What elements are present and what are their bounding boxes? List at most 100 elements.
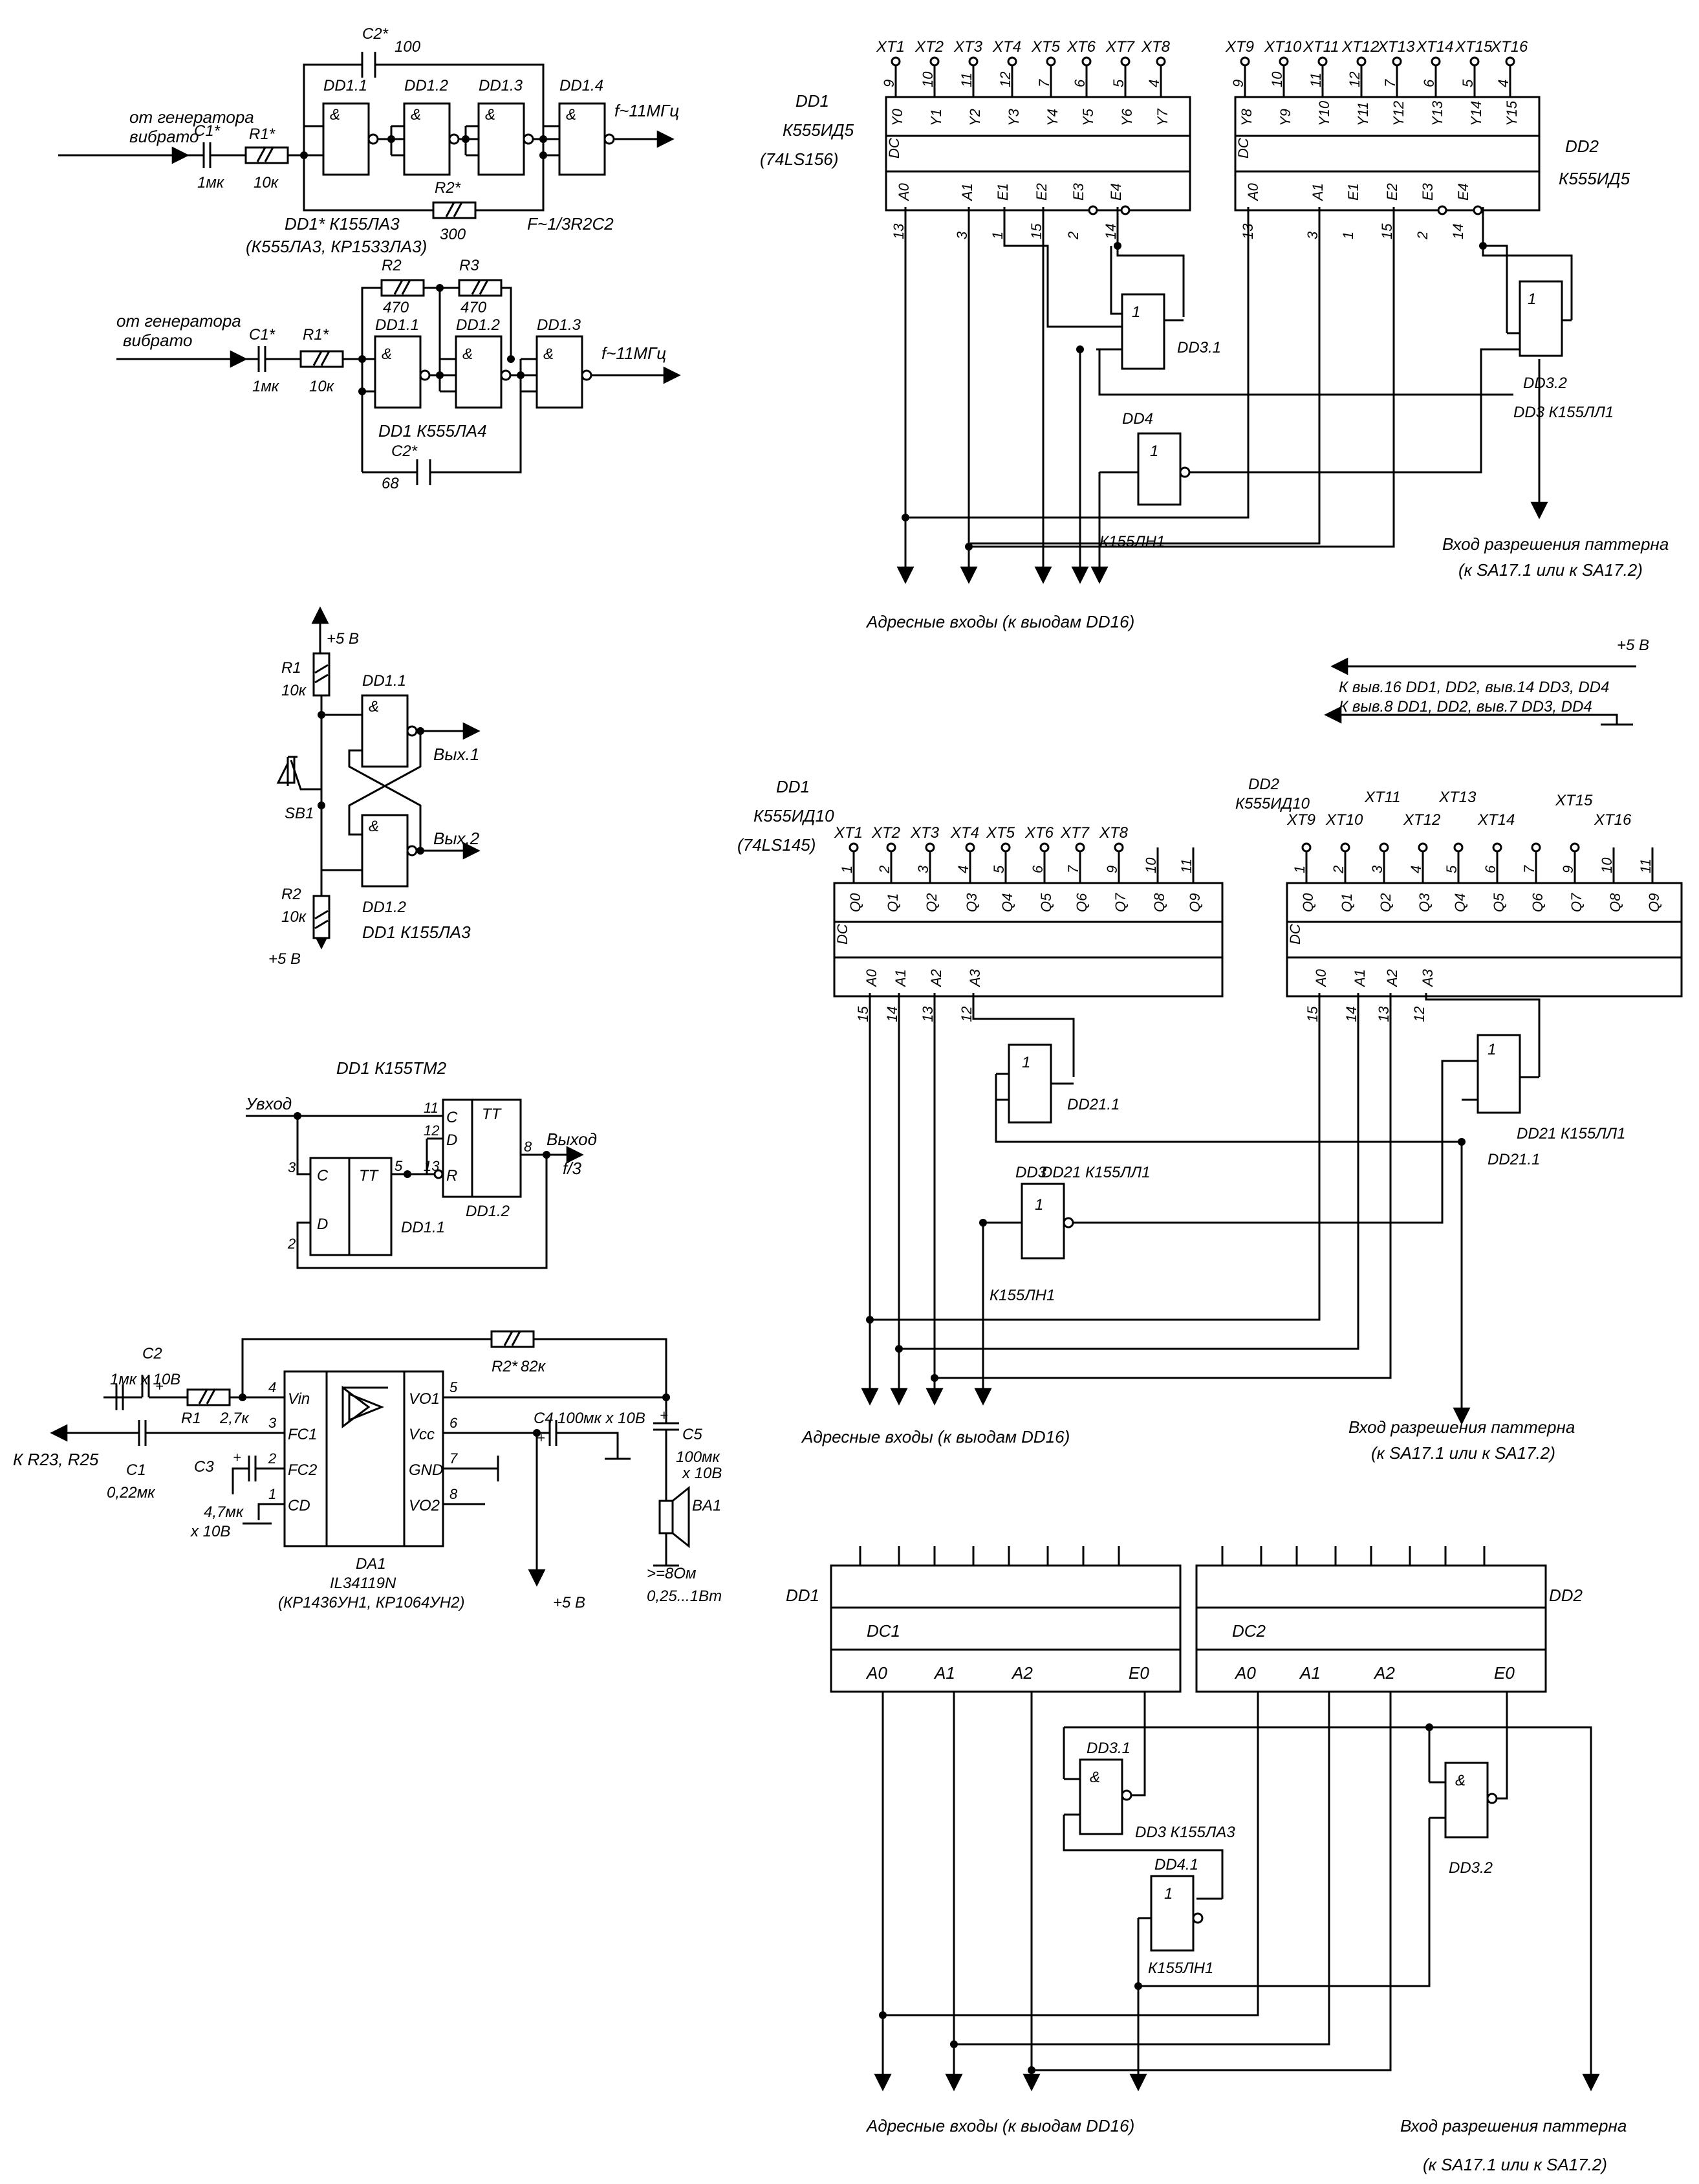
chip-type: К555ИД5 bbox=[1559, 169, 1630, 188]
pin-number: 14 bbox=[884, 1007, 900, 1022]
pin-name: A0 bbox=[1313, 968, 1329, 988]
source-label: вибрато bbox=[123, 331, 192, 350]
terminal-label: XT8 bbox=[1141, 38, 1171, 56]
pin-number: 5 bbox=[1460, 79, 1476, 87]
pin-name: VO1 bbox=[409, 1390, 440, 1408]
capacitor-label: C2 bbox=[142, 1345, 162, 1362]
chip-type: К155ЛН1 bbox=[990, 1287, 1055, 1304]
pin-name: A0 bbox=[863, 968, 880, 988]
capacitor-label: C1* bbox=[249, 326, 276, 344]
pin-name: A0 bbox=[1234, 1663, 1256, 1683]
pin-number: 9 bbox=[1230, 80, 1246, 87]
terminal-label: XT11 bbox=[1364, 789, 1401, 806]
resistor-label: R1 bbox=[181, 1410, 201, 1427]
pin-number: 7 bbox=[1036, 79, 1052, 87]
gate-symbol: & bbox=[411, 106, 421, 124]
pin-number: 4 bbox=[955, 866, 971, 873]
capacitor-value: 68 bbox=[382, 475, 399, 492]
terminal-label: XT16 bbox=[1490, 38, 1528, 56]
pin-name: Y4 bbox=[1044, 109, 1061, 126]
pin-name: E2 bbox=[1384, 183, 1400, 201]
gate-label: DD3.2 bbox=[1523, 375, 1567, 392]
gate-label: DD3.1 bbox=[1087, 1740, 1131, 1757]
pin-name: Y12 bbox=[1391, 101, 1407, 126]
resistor-value: 10к bbox=[281, 682, 307, 699]
gate-symbol: & bbox=[382, 345, 392, 363]
pin-name: DC bbox=[1235, 138, 1251, 158]
pin-name: Q7 bbox=[1568, 893, 1585, 912]
power-note: К выв.8 DD1, DD2, выв.7 DD3, DD4 bbox=[1339, 698, 1592, 715]
pin-name: Q4 bbox=[1452, 893, 1468, 912]
pin-name: Y8 bbox=[1239, 108, 1255, 126]
supply-label: +5 В bbox=[268, 950, 301, 968]
terminal-label: XT6 bbox=[1066, 38, 1096, 56]
enable-input-label: Вход разрешения паттерна bbox=[1400, 2116, 1627, 2135]
pin-name: FC1 bbox=[288, 1426, 317, 1443]
pin-name: VO2 bbox=[409, 1497, 440, 1514]
input-label: Увход bbox=[245, 1094, 292, 1113]
gate-symbol: & bbox=[1455, 1772, 1466, 1789]
pin-name: A1 bbox=[1299, 1663, 1321, 1683]
gate-symbol: 1 bbox=[1528, 290, 1536, 308]
schematic-3-rs-latch bbox=[276, 606, 481, 950]
pin-number: 15 bbox=[855, 1006, 871, 1022]
pin-name: D bbox=[317, 1216, 328, 1233]
pin-number: 7 bbox=[1065, 865, 1081, 873]
pin-number: 6 bbox=[1482, 865, 1499, 873]
pin-name: Y5 bbox=[1080, 108, 1096, 126]
pin-name: E3 bbox=[1420, 182, 1436, 201]
gate-symbol: 1 bbox=[1035, 1196, 1043, 1214]
source-label: вибрато bbox=[129, 127, 199, 146]
capacitor-label: C4 bbox=[534, 1410, 554, 1427]
schematic-2-oscillator-la4 bbox=[116, 279, 681, 485]
pin-number: 1 bbox=[268, 1486, 276, 1502]
terminal-label: XT16 bbox=[1594, 811, 1632, 829]
terminal-label: XT9 bbox=[1225, 38, 1254, 56]
pin-number: 7 bbox=[1521, 865, 1537, 873]
enable-input-label: (к SA17.1 или к SA17.2) bbox=[1423, 2155, 1607, 2174]
terminal-label: XT6 bbox=[1024, 824, 1054, 842]
gate-symbol: & bbox=[543, 345, 554, 363]
chip-type: IL34119N bbox=[330, 1575, 396, 1592]
pin-name: Q1 bbox=[885, 893, 901, 912]
chip-label: DD1 bbox=[795, 91, 829, 111]
gate-symbol: & bbox=[330, 106, 340, 124]
terminal-label: XT3 bbox=[910, 824, 940, 842]
pin-number: 12 bbox=[424, 1122, 439, 1139]
pin-number: 4 bbox=[1146, 80, 1162, 87]
pin-name: A3 bbox=[1420, 968, 1436, 988]
pin-number: 4 bbox=[268, 1379, 276, 1395]
enable-input-label: (к SA17.1 или к SA17.2) bbox=[1458, 560, 1643, 580]
pin-name: Q0 bbox=[1300, 893, 1316, 912]
pin-number: 4 bbox=[1495, 80, 1511, 87]
pin-number: 2 bbox=[1414, 232, 1431, 240]
pin-number: 13 bbox=[891, 223, 907, 239]
power-note: К выв.16 DD1, DD2, выв.14 DD3, DD4 bbox=[1339, 679, 1609, 696]
capacitor-value: 100мк х 10В bbox=[557, 1410, 645, 1427]
resistor-label: R2 bbox=[281, 886, 301, 903]
pin-number: 4 bbox=[1408, 866, 1424, 873]
chip-label: DD3 К155ЛЛ1 bbox=[1513, 404, 1614, 421]
pin-name: Y6 bbox=[1119, 108, 1135, 126]
pin-name: A0 bbox=[1245, 182, 1261, 202]
resistor-value: 2,7к bbox=[219, 1410, 250, 1427]
gate-symbol: 1 bbox=[1132, 303, 1140, 321]
pin-name: Q2 bbox=[1378, 893, 1394, 912]
address-inputs-label: Адресные входы (к выодам DD16) bbox=[865, 612, 1134, 631]
pin-number: 10 bbox=[920, 71, 936, 87]
pin-name: A1 bbox=[959, 183, 975, 202]
terminal-label: XT10 bbox=[1264, 38, 1302, 56]
chip-label: DD3 bbox=[1015, 1164, 1047, 1181]
gate-label: DD1.1 bbox=[375, 316, 419, 334]
pin-name: Q5 bbox=[1038, 893, 1054, 912]
terminal-label: XT2 bbox=[914, 38, 944, 56]
gate-symbol: 1 bbox=[1164, 1885, 1173, 1903]
pin-number: 9 bbox=[1104, 866, 1120, 873]
gate-symbol: 1 bbox=[1150, 442, 1158, 460]
gate-symbol: 1 bbox=[1022, 1054, 1030, 1071]
pin-name: Q4 bbox=[999, 893, 1015, 912]
pin-number: 3 bbox=[954, 231, 970, 239]
pin-number: 13 bbox=[1376, 1006, 1392, 1022]
chip-label: DD1* К155ЛА3 bbox=[285, 214, 400, 234]
pin-name: A0 bbox=[896, 182, 912, 202]
